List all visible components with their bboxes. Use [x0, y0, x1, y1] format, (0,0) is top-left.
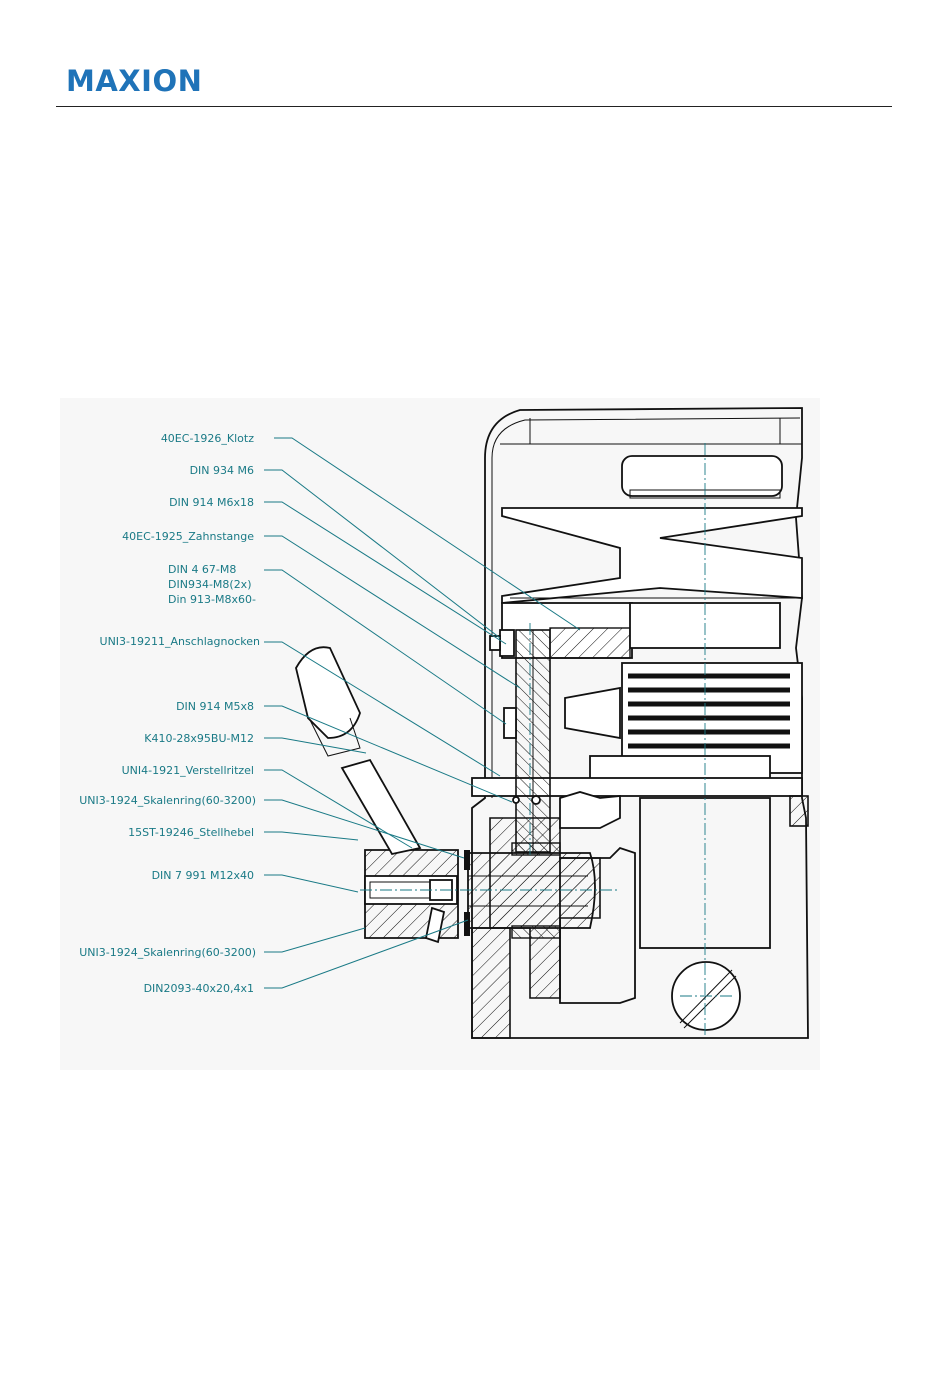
callout-label: UNI3-1924_Skalenring(60-3200): [79, 794, 256, 807]
callout-label: 15ST-19246_Stellhebel: [128, 826, 254, 839]
callout-label: DIN 4 67-M8: [168, 563, 236, 576]
maxion-logo: MAXION: [66, 64, 203, 98]
callout-label: K410-28x95BU-M12: [144, 732, 254, 745]
rack-assembly: [489, 629, 551, 853]
callout-label: DIN 934 M6: [190, 464, 254, 477]
callout-label: DIN2093-40x20,4x1: [144, 982, 254, 995]
callout-label: UNI4-1921_Verstellritzel: [122, 764, 254, 777]
callout-label: UNI3-1924_Skalenring(60-3200): [79, 946, 256, 959]
lower-pulley: [471, 662, 803, 797]
callout-labels: 40EC-1926_Klotz DIN 934 M6 DIN 914 M6x18…: [79, 432, 260, 995]
callout-label: UNI3-19211_Anschlagnocken: [100, 635, 261, 648]
callout-label: 40EC-1926_Klotz: [161, 432, 254, 445]
callout-label: Din 913-M8x60-: [168, 593, 256, 606]
callout-label: DIN 914 M5x8: [176, 700, 254, 713]
leader-lines: [264, 437, 581, 989]
callout-label: DIN934-M8(2x): [168, 578, 252, 591]
header-rule: [56, 106, 892, 107]
scale-rings: [464, 850, 470, 936]
machine-housing: [471, 407, 809, 1039]
callout-label: DIN 914 M6x18: [169, 496, 254, 509]
callout-label: 40EC-1925_Zahnstange: [122, 530, 254, 543]
adjust-pinion-shaft: [467, 842, 596, 939]
callout-label: DIN 7 991 M12x40: [152, 869, 254, 882]
technical-drawing: 40EC-1926_Klotz DIN 934 M6 DIN 914 M6x18…: [60, 398, 820, 1070]
adjusting-lever: [295, 646, 459, 944]
center-lines: [360, 443, 732, 1038]
